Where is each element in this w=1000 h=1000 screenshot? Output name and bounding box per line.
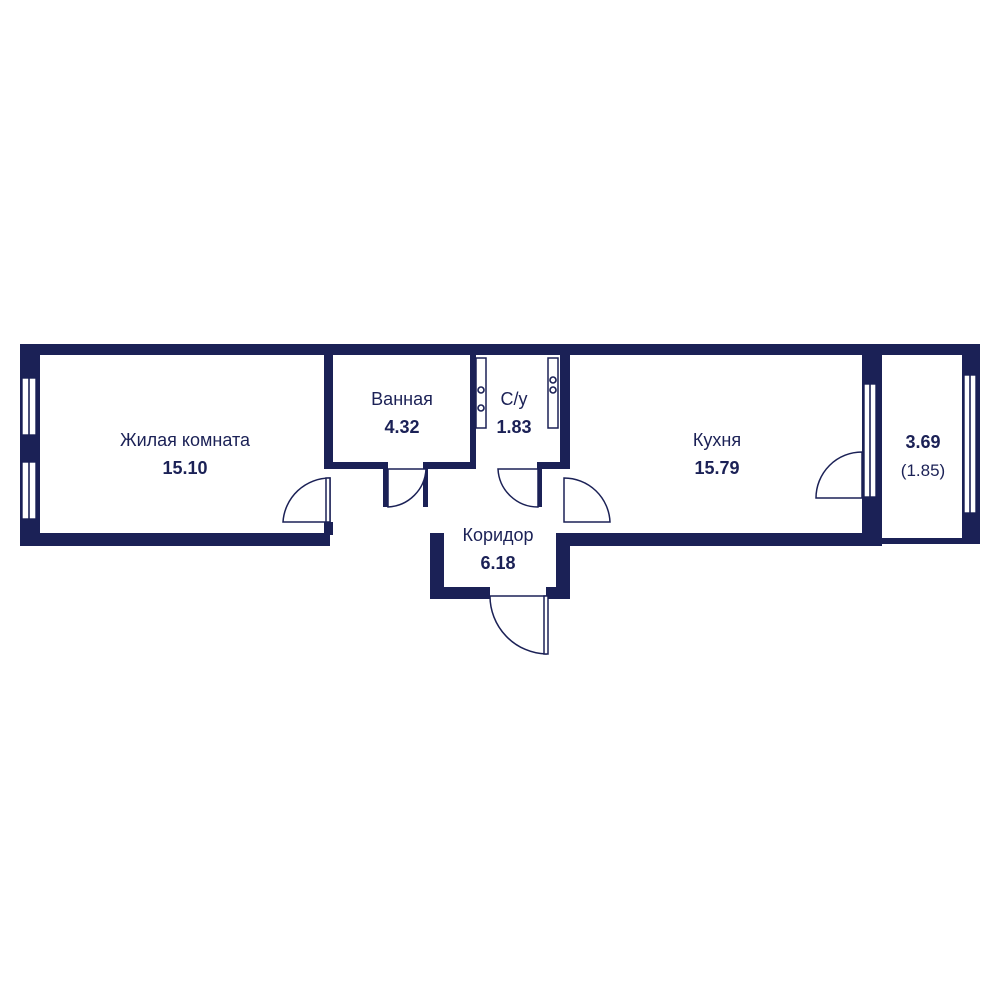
wc-name: С/у (501, 389, 528, 409)
windows (21, 374, 977, 520)
inner-walls (324, 355, 570, 535)
balcony-door-swing (815, 451, 863, 499)
balcony-area: 3.69 (905, 432, 940, 452)
living-door-leaf (325, 477, 331, 523)
living-door-swing (282, 477, 331, 523)
entrance-door-swing (489, 595, 547, 655)
bath-name: Ванная (371, 389, 433, 409)
balcony-reduced-area: (1.85) (901, 461, 945, 480)
bath-area: 4.32 (384, 417, 419, 437)
wc-area: 1.83 (496, 417, 531, 437)
corridor-name: Коридор (462, 525, 533, 545)
wc-door-swing (497, 468, 539, 508)
kitchen-area: 15.79 (694, 458, 739, 478)
kitchen-door-swing (563, 477, 611, 523)
bath-door-swing (387, 468, 427, 508)
room-labels: Жилая комната 15.10 Ванная 4.32 С/у 1.83… (120, 389, 945, 573)
doors (282, 451, 863, 655)
kitchen-name: Кухня (693, 430, 741, 450)
entrance-door-leaf (543, 595, 549, 655)
living-room-area: 15.10 (162, 458, 207, 478)
plumbing (475, 357, 559, 429)
living-room-name: Жилая комната (120, 430, 251, 450)
corridor-area: 6.18 (480, 553, 515, 573)
